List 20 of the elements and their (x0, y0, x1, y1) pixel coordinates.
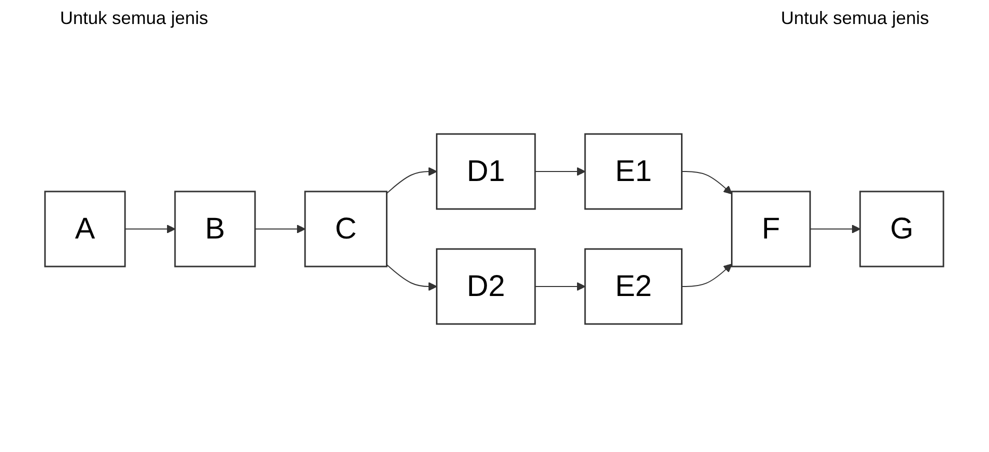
node-box: D1 (436, 133, 536, 210)
node-box: C (304, 190, 388, 268)
arrow (682, 171, 732, 194)
node-box: G (860, 190, 944, 268)
arrow (534, 282, 586, 291)
node-box: A (44, 190, 126, 268)
group-note: Untuk semua jenis (780, 8, 929, 29)
node-box: E2 (584, 248, 683, 325)
arrow (682, 264, 732, 287)
node-box: D2 (436, 248, 536, 325)
arrow (810, 224, 861, 234)
arrow (386, 264, 438, 291)
arrow (124, 224, 176, 234)
group-note: Untuk semua jenis (60, 8, 208, 29)
node-box: F (731, 190, 812, 268)
arrow (254, 224, 306, 234)
arrow (534, 167, 586, 176)
node-box: B (174, 190, 256, 268)
node-box: E1 (584, 133, 683, 210)
arrow (386, 167, 438, 194)
